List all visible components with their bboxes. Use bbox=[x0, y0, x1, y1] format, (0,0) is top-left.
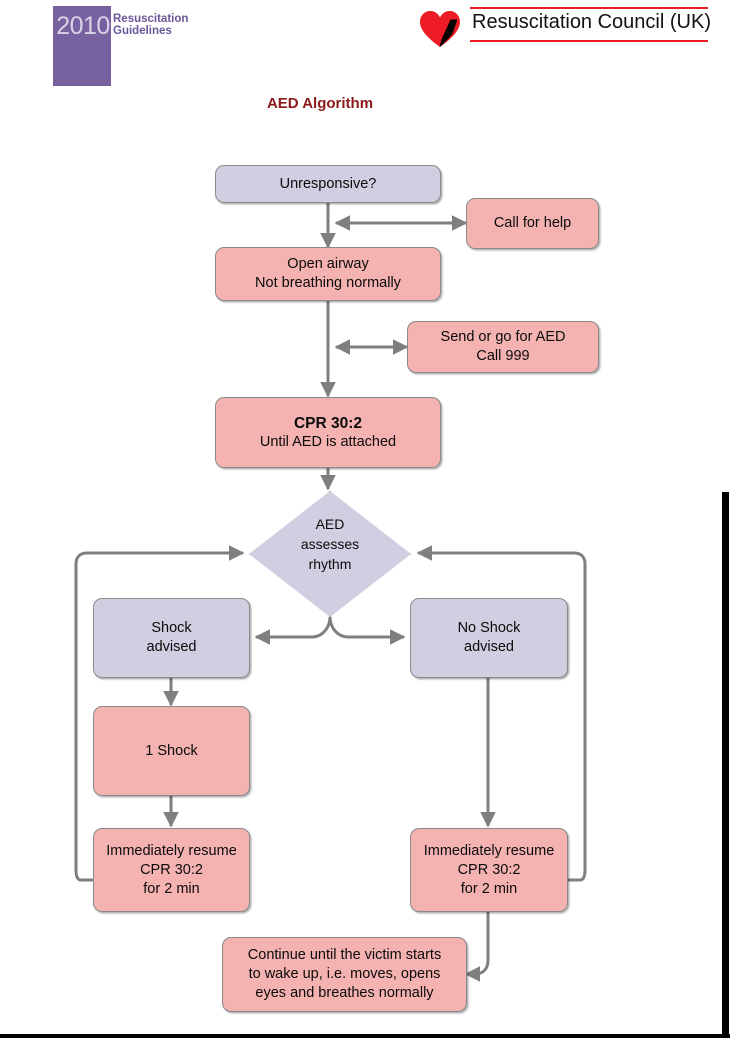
node-send-for-aed-line1: Send or go for AED bbox=[440, 329, 566, 345]
node-cpr-initial[interactable]: CPR 30:2 Until AED is attached bbox=[215, 397, 441, 468]
guidelines-title-label: Resuscitation Guidelines bbox=[113, 13, 189, 37]
node-one-shock[interactable]: 1 Shock bbox=[93, 706, 250, 796]
page-edge-bottom bbox=[0, 1034, 730, 1038]
node-resume-cpr-left-line3: for 2 min bbox=[143, 880, 200, 897]
node-cpr-initial-line1: CPR 30:2 bbox=[293, 414, 363, 432]
node-aed-assess-line3: rhythm bbox=[308, 556, 352, 572]
node-aed-assess-line2: assesses bbox=[300, 536, 360, 552]
guidelines-year-block bbox=[53, 6, 111, 86]
node-call-for-help-line1: Call for help bbox=[493, 215, 572, 231]
node-one-shock-line1: 1 Shock bbox=[145, 742, 198, 759]
node-shock-advised-line1: Shock bbox=[151, 620, 192, 636]
node-open-airway[interactable]: Open airway Not breathing normally bbox=[215, 247, 441, 301]
node-aed-assess-label: AED assesses rhythm bbox=[249, 514, 411, 574]
node-send-for-aed-line2: Call 999 bbox=[476, 348, 530, 364]
node-open-airway-line2: Not breathing normally bbox=[255, 275, 401, 291]
page-edge-right bbox=[722, 492, 729, 1037]
connector-resume-right-to-continue bbox=[464, 912, 490, 982]
node-cpr-initial-line2: Until AED is attached bbox=[259, 433, 397, 450]
guidelines-title-line1: Resuscitation bbox=[113, 13, 189, 25]
node-aed-assess-line1: AED bbox=[315, 516, 345, 532]
council-name-rules: Resuscitation Council (UK) bbox=[470, 7, 711, 47]
node-resume-cpr-left-line2: CPR 30:2 bbox=[140, 861, 203, 878]
node-aed-assesses-rhythm[interactable]: AED assesses rhythm bbox=[249, 491, 413, 619]
node-resume-cpr-left[interactable]: Immediately resume CPR 30:2 for 2 min bbox=[93, 828, 250, 912]
node-call-for-help[interactable]: Call for help bbox=[466, 198, 599, 249]
resuscitation-council-logo: Resuscitation Council (UK) bbox=[419, 6, 711, 48]
connector-aed-assess-to-no-shock-advised bbox=[328, 616, 406, 645]
node-resume-cpr-right[interactable]: Immediately resume CPR 30:2 for 2 min bbox=[410, 828, 568, 912]
guidelines-title-line2: Guidelines bbox=[113, 24, 172, 37]
node-continue-until-victim-wakes[interactable]: Continue until the victim starts to wake… bbox=[222, 937, 467, 1012]
node-shock-advised[interactable]: Shock advised bbox=[93, 598, 250, 678]
page-title: AED Algorithm bbox=[266, 95, 374, 112]
node-unresponsive[interactable]: Unresponsive? bbox=[215, 165, 441, 203]
node-resume-cpr-right-line3: for 2 min bbox=[460, 880, 518, 897]
council-rule-top bbox=[470, 7, 708, 9]
heart-icon bbox=[420, 11, 460, 48]
node-continue-until-line3: eyes and breathes normally bbox=[255, 985, 434, 1001]
council-rule-bottom bbox=[470, 40, 708, 42]
node-continue-until-line2: to wake up, i.e. moves, opens bbox=[248, 966, 441, 982]
node-no-shock-advised-line1: No Shock bbox=[457, 620, 521, 636]
node-resume-cpr-left-line1: Immediately resume bbox=[106, 842, 237, 859]
node-open-airway-line1: Open airway bbox=[287, 256, 369, 272]
node-continue-until-line1: Continue until the victim starts bbox=[247, 947, 442, 963]
node-no-shock-advised-line2: advised bbox=[464, 639, 514, 655]
node-shock-advised-line2: advised bbox=[146, 639, 197, 655]
council-name-label: Resuscitation Council (UK) bbox=[472, 11, 711, 33]
node-resume-cpr-right-line1: Immediately resume bbox=[423, 842, 555, 859]
connector-aed-assess-to-shock-advised bbox=[254, 616, 332, 645]
node-unresponsive-line1: Unresponsive? bbox=[279, 175, 377, 192]
node-send-for-aed[interactable]: Send or go for AED Call 999 bbox=[407, 321, 599, 373]
node-no-shock-advised[interactable]: No Shock advised bbox=[410, 598, 568, 678]
resuscitation-guidelines-logo: 2010 Resuscitation Guidelines bbox=[53, 6, 208, 86]
node-resume-cpr-right-line2: CPR 30:2 bbox=[457, 861, 521, 878]
guidelines-year-label: 2010 bbox=[56, 12, 110, 40]
